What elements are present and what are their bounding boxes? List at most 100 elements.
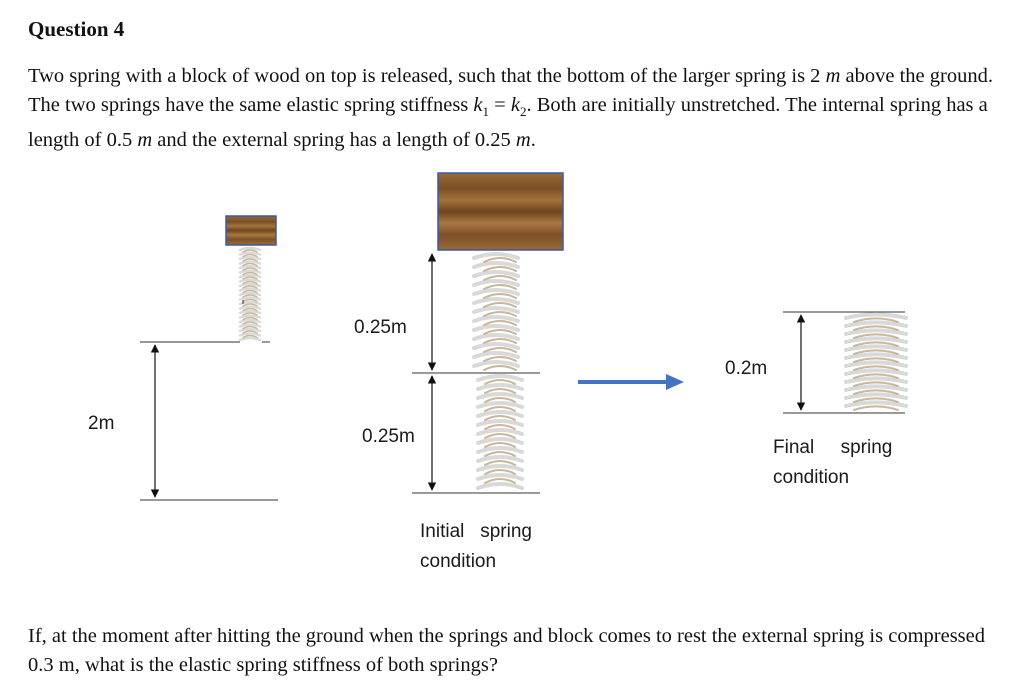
final-spring-coil xyxy=(844,328,908,336)
question-prompt: If, at the moment after hitting the grou… xyxy=(28,625,985,676)
final-spring xyxy=(844,312,908,411)
small-spring-coil xyxy=(238,246,262,252)
final-caption-word: spring xyxy=(840,437,893,458)
final-length-label: 0.2m xyxy=(725,358,768,379)
internal-spring-inner-coil xyxy=(483,301,517,308)
intro-text: Two spring with a block of wood on top i… xyxy=(28,65,826,87)
external-spring-coil xyxy=(476,436,524,445)
small-spring-inner-coil xyxy=(242,253,258,258)
intro-text: . xyxy=(530,129,536,152)
final-spring-coil xyxy=(844,360,908,368)
external-spring-coil xyxy=(476,418,524,427)
internal-spring-coil xyxy=(472,359,520,368)
question-heading: Question 4 xyxy=(28,17,125,41)
final-spring-inner-coil xyxy=(853,325,899,331)
final-spring-inner-coil xyxy=(853,397,899,403)
small-spring-coil xyxy=(238,273,262,279)
final-caption-word: condition xyxy=(773,467,850,488)
small-spring-coil xyxy=(238,318,262,324)
small-spring-coil xyxy=(238,260,262,265)
internal-spring-inner-coil xyxy=(483,319,517,326)
final-spring-coil xyxy=(844,344,908,352)
small-spring-coil xyxy=(238,300,262,306)
final-spring-coil xyxy=(844,376,908,384)
internal-spring-coil xyxy=(472,332,520,341)
external-spring-inner-coil xyxy=(484,459,516,466)
small-spring-coil xyxy=(238,269,262,274)
small-spring-inner-coil xyxy=(242,289,258,294)
external-spring-coil xyxy=(476,391,524,400)
internal-spring-inner-coil xyxy=(483,364,517,371)
internal-spring-coil xyxy=(472,305,520,314)
initial-springs xyxy=(472,251,524,490)
initial-caption-word: spring xyxy=(480,521,532,542)
external-spring-coil xyxy=(476,454,524,463)
final-spring-coil xyxy=(844,384,908,392)
large-wood-block xyxy=(437,172,564,251)
external-spring-inner-coil xyxy=(484,423,516,430)
internal-spring-inner-coil xyxy=(483,310,517,317)
small-spring-inner-coil xyxy=(242,262,258,267)
final-spring-inner-coil xyxy=(853,389,899,395)
small-spring-inner-coil xyxy=(242,285,258,289)
external-spring-inner-coil xyxy=(484,414,516,421)
internal-spring-inner-coil xyxy=(483,265,517,272)
final-spring-inner-coil xyxy=(853,405,899,411)
final-spring-inner-coil xyxy=(853,341,899,347)
initial-caption-word: Initial xyxy=(420,521,465,542)
intro-text: above the ground. The two springs have t… xyxy=(28,65,993,116)
internal-spring-coil xyxy=(472,350,520,359)
final-spring-inner-coil xyxy=(853,381,899,387)
small-spring-coil xyxy=(238,255,262,261)
small-spring-coil xyxy=(238,296,262,301)
small-spring-coil xyxy=(238,264,262,270)
small-spring-inner-coil xyxy=(242,325,258,330)
final-spring-coil xyxy=(844,400,908,408)
internal-spring-inner-coil xyxy=(483,328,517,335)
small-spring-coil xyxy=(238,327,262,333)
small-spring-coil xyxy=(238,278,262,283)
intro-math: m xyxy=(137,129,153,152)
internal-spring-coil xyxy=(472,278,520,287)
final-spring-inner-coil xyxy=(853,333,899,339)
small-spring-inner-coil xyxy=(242,276,258,280)
final-spring-coil xyxy=(844,320,908,328)
external-spring-inner-coil xyxy=(484,432,516,439)
external-spring-inner-coil xyxy=(484,396,516,403)
external-spring-coil xyxy=(476,409,524,418)
small-spring-coil xyxy=(238,323,262,328)
internal-spring-coil xyxy=(472,341,520,350)
top-segment-label: 0.25m xyxy=(354,317,407,338)
internal-spring-coil xyxy=(472,269,520,278)
initial-caption: Initial spring condition xyxy=(420,517,532,577)
small-spring-inner-coil xyxy=(242,303,258,307)
internal-spring-inner-coil xyxy=(483,346,517,353)
small-spring-inner-coil xyxy=(242,334,258,339)
intro-text: = xyxy=(489,94,511,116)
intro-math: k xyxy=(473,94,483,116)
small-spring-coil xyxy=(238,336,262,342)
final-spring-inner-coil xyxy=(853,373,899,379)
intro-text: . Both are initially unstretched. The in… xyxy=(28,94,988,152)
internal-spring-coil xyxy=(472,260,520,269)
internal-spring-inner-coil xyxy=(483,283,517,290)
final-spring-inner-coil xyxy=(853,317,899,323)
question-intro: Two spring with a block of wood on top i… xyxy=(28,62,1003,155)
small-spring-coil xyxy=(238,332,262,337)
final-spring-inner-coil xyxy=(853,357,899,363)
small-spring-coil xyxy=(238,309,262,315)
small-spring-coil xyxy=(238,282,262,288)
small-spring-inner-coil xyxy=(242,294,258,298)
small-spring-inner-coil xyxy=(242,298,258,303)
external-spring-inner-coil xyxy=(484,378,516,385)
external-spring-inner-coil xyxy=(484,405,516,412)
internal-spring-inner-coil xyxy=(483,256,517,263)
final-spring-coil xyxy=(844,368,908,376)
external-spring-coil xyxy=(476,382,524,391)
small-spring-inner-coil xyxy=(242,271,258,276)
external-spring-coil xyxy=(476,481,524,490)
external-spring-coil xyxy=(476,400,524,409)
internal-spring-inner-coil xyxy=(483,274,517,281)
internal-spring-coil xyxy=(472,314,520,323)
small-spring-coil xyxy=(238,287,262,292)
